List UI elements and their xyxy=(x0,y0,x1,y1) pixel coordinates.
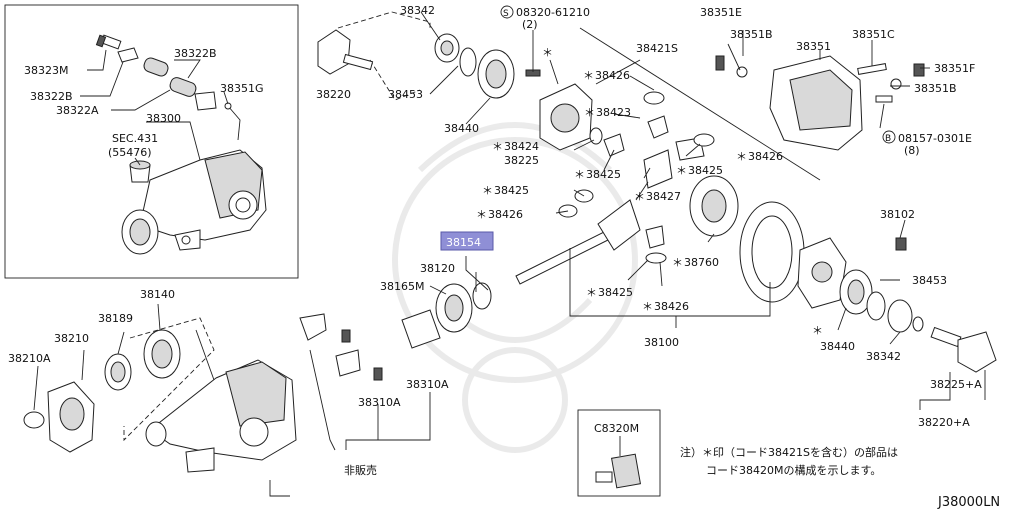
label-38426-b: 38426 xyxy=(748,150,783,163)
inset-frame xyxy=(4,4,299,279)
label-38425-b: 38425 xyxy=(688,164,723,177)
label-38425-d: 38425 xyxy=(598,286,633,299)
label-38423: 38423 xyxy=(596,106,631,119)
label-38440-r: 38440 xyxy=(820,340,855,353)
star-38426-a: ＊ xyxy=(583,69,594,82)
label-08320-qty: (2) xyxy=(522,18,538,31)
star-38426-b: ＊ xyxy=(736,150,747,163)
label-38225A: 38225+A xyxy=(930,378,982,391)
label-38424: 38424 xyxy=(504,140,539,153)
label-38351B-a: 38351B xyxy=(730,28,773,41)
label-38351B-b: 38351B xyxy=(914,82,957,95)
label-38421S: 38421S xyxy=(636,42,678,55)
label-38154: 38154 xyxy=(446,236,481,249)
label-38323M: 38323M xyxy=(24,64,68,77)
inset-assembly xyxy=(80,34,267,255)
note-line1: 注）＊印（コード38421Sを含む）の部品は xyxy=(680,445,898,459)
star-marker: ＊ xyxy=(542,46,553,59)
circle-b-letter: B xyxy=(885,134,891,144)
label-38426-a: 38426 xyxy=(595,69,630,82)
label-38220: 38220 xyxy=(316,88,351,101)
label-38310A-a: 38310A xyxy=(406,378,449,391)
label-38351F: 38351F xyxy=(934,62,975,75)
label-38189: 38189 xyxy=(98,312,133,325)
label-38225: 38225 xyxy=(504,154,539,167)
label-38100: 38100 xyxy=(644,336,679,349)
label-38342-top: 38342 xyxy=(400,4,435,17)
diagram-id: J38000LN xyxy=(937,495,1000,510)
label-38440-top: 38440 xyxy=(444,122,479,135)
label-38453-top: 38453 xyxy=(388,88,423,101)
sec-ref-line2: (55476) xyxy=(108,146,152,159)
star-38426-d: ＊ xyxy=(642,300,653,313)
star-38425-b: ＊ xyxy=(676,164,687,177)
side-flange-group xyxy=(23,317,215,453)
star-38426-c: ＊ xyxy=(476,208,487,221)
label-38102: 38102 xyxy=(880,208,915,221)
label-38322A: 38322A xyxy=(56,104,99,117)
label-08320: 08320-61210 xyxy=(516,6,590,19)
leader-lines xyxy=(33,11,986,497)
pinion-flange-group xyxy=(317,11,541,101)
label-38351G: 38351G xyxy=(220,82,264,95)
star-38425-d: ＊ xyxy=(586,286,597,299)
label-38426-c: 38426 xyxy=(488,208,523,221)
label-38120: 38120 xyxy=(420,262,455,275)
label-38760: 38760 xyxy=(684,256,719,269)
label-38322B-b: 38322B xyxy=(174,47,217,60)
label-38310A-b: 38310A xyxy=(358,396,401,409)
star-38425-a: ＊ xyxy=(574,168,585,181)
label-08157: 08157-0301E xyxy=(898,132,972,145)
label-38426-d: 38426 xyxy=(654,300,689,313)
marker-glyphs: ＊ ＊ S B xyxy=(500,5,896,337)
highlighted-part-box[interactable] xyxy=(440,231,494,251)
star-38760: ＊ xyxy=(672,256,683,269)
label-38342-r: 38342 xyxy=(866,350,901,363)
label-38210: 38210 xyxy=(54,332,89,345)
not-for-sale-label: 非販売 xyxy=(344,464,377,477)
part-labels: 38323M 38322B 38322B 38322A 38351G 38300… xyxy=(8,4,1000,510)
circle-b-marker xyxy=(882,130,896,144)
star-38424: ＊ xyxy=(492,140,503,153)
label-38425-a: 38425 xyxy=(586,168,621,181)
label-38300: 38300 xyxy=(146,112,181,125)
label-38453-r: 38453 xyxy=(912,274,947,287)
label-38140: 38140 xyxy=(140,288,175,301)
label-38220A: 38220+A xyxy=(918,416,970,429)
label-38425-c: 38425 xyxy=(494,184,529,197)
circle-s-marker xyxy=(500,5,514,19)
sec-ref-line1: SEC.431 xyxy=(112,132,158,145)
label-38351C: 38351C xyxy=(852,28,895,41)
label-38351E: 38351E xyxy=(700,6,742,19)
note-line2: コード38420Mの構成を示します。 xyxy=(706,464,881,477)
label-38165M: 38165M xyxy=(380,280,424,293)
label-38322B-a: 38322B xyxy=(30,90,73,103)
circle-s-letter: S xyxy=(503,9,509,19)
star-38425-c: ＊ xyxy=(482,184,493,197)
diff-carrier-housing xyxy=(145,282,661,497)
label-38351: 38351 xyxy=(796,40,831,53)
star-marker: ＊ xyxy=(812,324,823,337)
star-38423: ＊ xyxy=(584,106,595,119)
label-08157-qty: (8) xyxy=(904,144,920,157)
label-38210A: 38210A xyxy=(8,352,51,365)
star-38427: ＊ xyxy=(634,190,645,203)
label-C8320M: C8320M xyxy=(594,422,639,435)
label-38427: 38427 xyxy=(646,190,681,203)
